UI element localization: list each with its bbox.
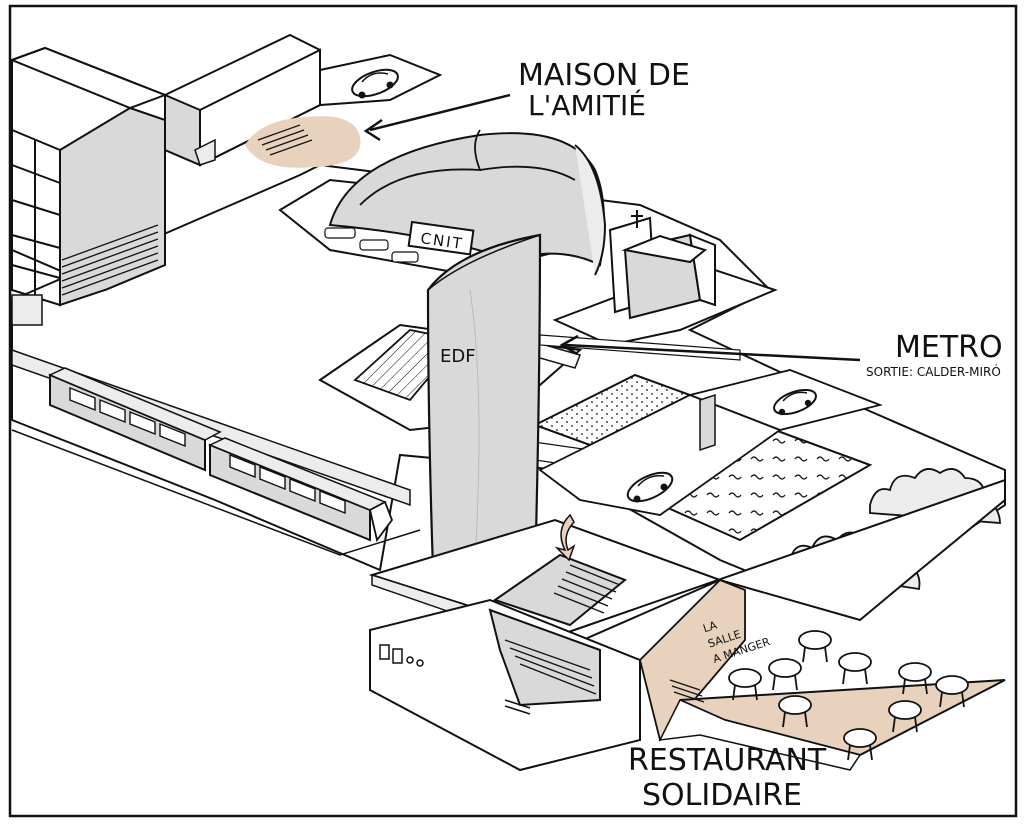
table-icon xyxy=(843,728,877,761)
pointer-arrows xyxy=(363,93,861,362)
office-building xyxy=(9,46,168,326)
car-icon xyxy=(773,388,817,416)
label-salle-line1: LA xyxy=(701,619,719,636)
edf-sign-text: EDF xyxy=(440,346,476,367)
label-restaurant: RESTAURANT SOLIDAIRE xyxy=(628,743,827,813)
label-restaurant-line1: RESTAURANT xyxy=(628,743,827,778)
road xyxy=(538,369,883,516)
label-maison-line1: MAISON DE xyxy=(518,58,690,93)
cnit-sign-text: CNIT xyxy=(419,229,464,253)
table-icon xyxy=(798,630,832,663)
table-icon xyxy=(898,662,932,695)
cnit-building: CNIT xyxy=(278,129,607,277)
table-icon xyxy=(935,675,969,708)
car-icon xyxy=(626,471,674,503)
cnit-sign xyxy=(407,220,475,256)
top-parking xyxy=(319,53,443,107)
label-metro-exit: SORTIE: CALDER-MIRÓ xyxy=(866,364,1001,379)
table-icon xyxy=(778,695,812,728)
label-metro-title: METRO xyxy=(895,330,1003,365)
label-maison-amitie: MAISON DE L'AMITIÉ xyxy=(518,58,690,122)
dining-tables xyxy=(728,630,969,761)
church-block xyxy=(552,210,778,347)
label-restaurant-line2: SOLIDAIRE xyxy=(642,778,802,813)
car-icon xyxy=(351,68,399,99)
table-icon xyxy=(888,700,922,733)
label-maison-line2: L'AMITIÉ xyxy=(528,88,646,122)
maison-amitie-area xyxy=(245,116,361,168)
metro-train xyxy=(11,367,421,556)
table-icon xyxy=(728,668,762,701)
label-metro: METRO SORTIE: CALDER-MIRÓ xyxy=(866,330,1003,379)
garden-beds xyxy=(498,373,873,542)
edf-tower: EDF xyxy=(426,233,542,581)
restaurant-building xyxy=(368,478,1006,772)
curved-arrow-icon xyxy=(554,513,576,562)
table-icon xyxy=(838,652,872,685)
table-icon xyxy=(768,658,802,691)
